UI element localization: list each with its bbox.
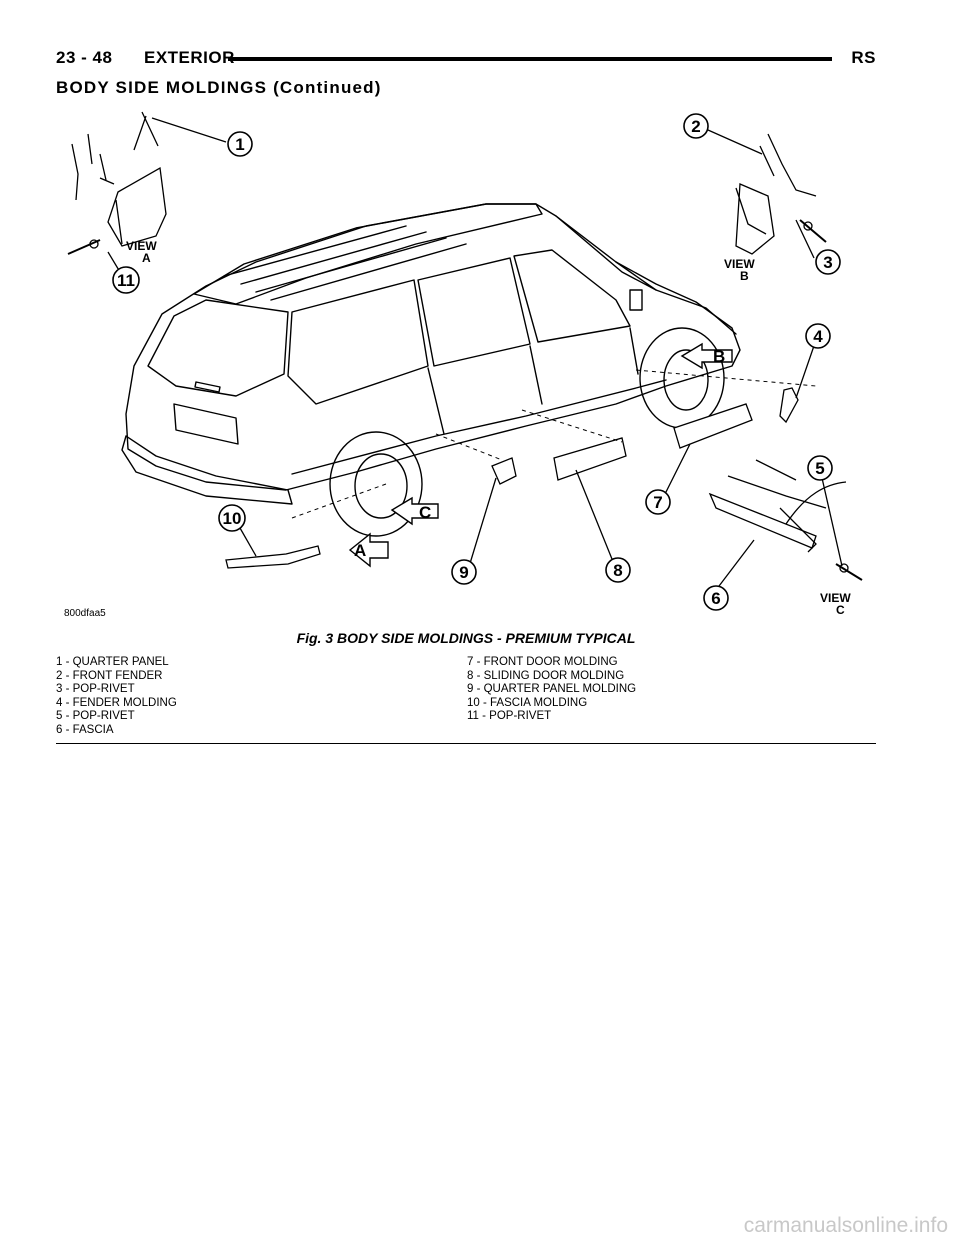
- legend-item: 10 - FASCIA MOLDING: [467, 696, 588, 709]
- section-name: EXTERIOR: [144, 48, 235, 67]
- callout-7: 7: [653, 493, 662, 512]
- callout-4-circle: [805, 323, 831, 349]
- callout-4: 4: [813, 327, 823, 346]
- hood: [655, 289, 737, 335]
- callout-8-circle: [605, 557, 631, 583]
- roof-rack: [223, 225, 467, 301]
- legend-item: 5 - POP-RIVET: [56, 710, 135, 723]
- legend-item: 3 - POP-RIVET: [56, 683, 135, 696]
- view-c-label-line2: C: [836, 603, 845, 617]
- legend-item: 2 - FRONT FENDER: [56, 669, 163, 682]
- callout-5: 5: [815, 459, 824, 478]
- alignment-lines: [291, 369, 817, 519]
- callout-11: 11: [117, 271, 135, 290]
- front-door-molding-part: [673, 403, 753, 449]
- side-mirror: [629, 289, 643, 311]
- view-arrow-a-letter: A: [354, 541, 366, 560]
- callout-6: 6: [711, 589, 720, 608]
- view-arrows: [348, 342, 733, 568]
- callout-2: 2: [691, 117, 700, 136]
- van-body: [125, 203, 741, 491]
- rear-window: [147, 299, 289, 397]
- section-title: BODY SIDE MOLDINGS (Continued): [56, 78, 382, 97]
- callout-9: 9: [459, 563, 468, 582]
- rear-wheel-inner: [354, 453, 408, 519]
- callout-6-circle: [703, 585, 729, 611]
- view-arrow-b-letter: B: [713, 347, 725, 366]
- legend-item: 11 - POP-RIVET: [467, 710, 552, 723]
- page-number: 23 - 48: [56, 48, 113, 67]
- legend-item: 4 - FENDER MOLDING: [56, 696, 177, 709]
- callout-10: 10: [223, 509, 242, 528]
- rear-wheel: [329, 431, 423, 537]
- moldings-illustration: VIEW A VIEW B VIEW C: [56, 104, 876, 634]
- quarter-window: [287, 279, 429, 405]
- callout-5-circle: [807, 455, 833, 481]
- sliding-door-molding-part: [553, 437, 627, 481]
- view-arrow-a: [348, 532, 389, 568]
- callout-1: 1: [235, 135, 244, 154]
- page-header: 23 - 48 EXTERIOR RS: [56, 48, 876, 72]
- view-b-label-line2: B: [740, 269, 749, 283]
- fender-molding-part: [779, 387, 799, 424]
- rear-handle: [194, 381, 221, 393]
- callout-11-circle: [112, 266, 140, 294]
- sliding-door-window: [417, 257, 531, 367]
- legend-item: 1 - QUARTER PANEL: [56, 656, 169, 668]
- callout-2-circle: [683, 113, 709, 139]
- view-b-inset: [735, 133, 827, 255]
- legend-item: 9 - QUARTER PANEL MOLDING: [467, 683, 637, 696]
- callout-leaders: [107, 117, 843, 591]
- view-arrow-b: [680, 342, 733, 370]
- callout-10-circle: [218, 504, 246, 532]
- callout-7-circle: [645, 489, 671, 515]
- legend-bottom-rule: [56, 743, 876, 744]
- figure-caption: Fig. 3 BODY SIDE MOLDINGS - PREMIUM TYPI…: [296, 630, 636, 646]
- view-a-label-line2: A: [142, 251, 151, 265]
- view-c-inset: [708, 459, 863, 581]
- view-arrow-c-letter: C: [419, 503, 431, 522]
- callout-8: 8: [613, 561, 622, 580]
- legend-item: 7 - FRONT DOOR MOLDING: [467, 656, 618, 668]
- callout-3-circle: [815, 249, 841, 275]
- quarter-panel-molding-part: [491, 457, 517, 485]
- license-plate-area: [173, 403, 239, 445]
- legend-item: 8 - SLIDING DOOR MOLDING: [467, 669, 625, 682]
- legend-left-column: 1 - QUARTER PANEL 2 - FRONT FENDER 3 - P…: [56, 656, 177, 738]
- rocker-line: [291, 379, 667, 475]
- figure-code: 800dfaa5: [64, 608, 106, 619]
- callout-3: 3: [823, 253, 832, 272]
- fascia-molding-part: [225, 545, 321, 569]
- header-rule: [228, 57, 832, 61]
- van-roof: [193, 203, 543, 305]
- legend-item: 6 - FASCIA: [56, 723, 114, 736]
- callout-9-circle: [451, 559, 477, 585]
- legend-right-column: 7 - FRONT DOOR MOLDING 8 - SLIDING DOOR …: [467, 656, 636, 724]
- illustration-svg: VIEW A VIEW B VIEW C: [64, 111, 863, 619]
- callout-1-circle: [227, 131, 253, 157]
- front-wheel: [639, 327, 725, 429]
- view-a-inset: [67, 111, 167, 255]
- view-arrow-c: [390, 496, 439, 526]
- rear-fascia: [121, 435, 293, 505]
- view-a-label-line1: VIEW: [126, 239, 157, 253]
- front-wheel-inner: [663, 349, 709, 411]
- model-code: RS: [851, 48, 876, 67]
- view-c-label-line1: VIEW: [820, 591, 851, 605]
- front-door-window: [513, 249, 631, 343]
- watermark: carmanualsonline.info: [743, 1214, 948, 1237]
- door-seams: [427, 327, 639, 435]
- view-b-label-line1: VIEW: [724, 257, 755, 271]
- windshield: [555, 215, 657, 291]
